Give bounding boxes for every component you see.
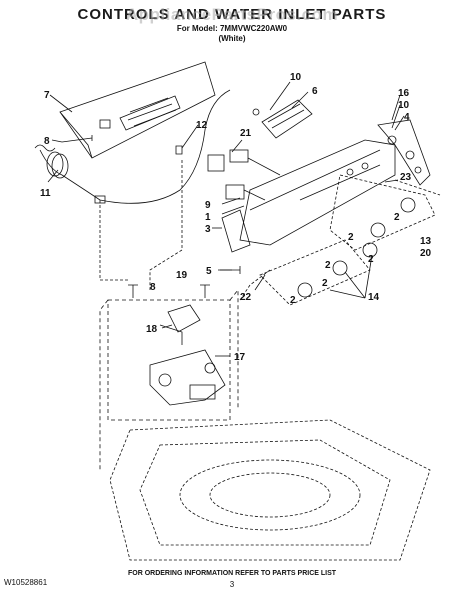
callout: 21: [240, 128, 252, 139]
clip-12: [175, 145, 183, 155]
callout: 18: [146, 324, 158, 335]
callout: 9: [205, 200, 211, 211]
doc-number: W10528861: [4, 578, 48, 587]
rear-control-panel: [59, 61, 216, 159]
callout: 2: [290, 295, 296, 306]
callout: 4: [404, 112, 410, 123]
callout: 20: [420, 248, 432, 259]
watermark-text: AppliancePartsPros.com: [125, 5, 339, 24]
control-board: [252, 99, 313, 139]
end-cap: [377, 119, 431, 186]
callout: 23: [400, 172, 412, 183]
callout: 1: [205, 212, 211, 223]
callout: 6: [312, 86, 318, 97]
callout-19: 19: [176, 270, 188, 281]
callout: 14: [368, 292, 380, 303]
model-line: For Model: 7MMVWC220AW0: [176, 24, 288, 33]
knobs-bottom: [297, 242, 378, 298]
knob-group-bottom: [259, 239, 371, 306]
callout: 2: [368, 254, 374, 265]
callout: 17: [234, 352, 246, 363]
callout: 22: [240, 292, 252, 303]
leader-lines: [99, 160, 441, 301]
screw-8: [61, 135, 93, 143]
power-cord: [34, 89, 231, 204]
callout: 8: [150, 282, 156, 293]
ordering-note: FOR ORDERING INFORMATION REFER TO PARTS …: [127, 570, 337, 577]
callout: 2: [394, 212, 400, 223]
callout: 5: [206, 266, 212, 277]
washer-top-outline: [109, 419, 431, 561]
callout: 2: [325, 260, 331, 271]
page-title: CONTROLS AND WATER INLET PARTS: [77, 6, 387, 23]
callout: 10: [398, 100, 410, 111]
callout: 11: [40, 188, 51, 199]
knobs-right: [370, 197, 416, 238]
callout: 8: [44, 136, 50, 147]
knob-group-right: [329, 174, 436, 251]
header: AppliancePartsPros.com CONTROLS AND WATE…: [0, 6, 464, 44]
callout: 3: [205, 224, 211, 235]
callout: 2: [322, 278, 328, 289]
switch-21: [207, 149, 281, 201]
page-number: 3: [229, 580, 235, 589]
callout: 2: [348, 232, 354, 243]
side-cap: [221, 209, 251, 253]
callout: 10: [290, 72, 302, 83]
inlet-valve-box: [99, 288, 239, 470]
callout: 13: [420, 236, 432, 247]
model-variant: (White): [218, 34, 246, 43]
callout-numbers: 10 6 7 8 12 21 16 10 4 11 23 9 1 3 2 2 1…: [40, 72, 432, 363]
console: [239, 139, 396, 246]
water-valve: [149, 304, 226, 406]
callout: 12: [196, 120, 208, 131]
callout-leaders: [47, 81, 405, 357]
screw-8b: [128, 284, 138, 298]
callout: 7: [44, 90, 50, 101]
callout: 16: [398, 88, 410, 99]
screw-19: [200, 284, 210, 298]
